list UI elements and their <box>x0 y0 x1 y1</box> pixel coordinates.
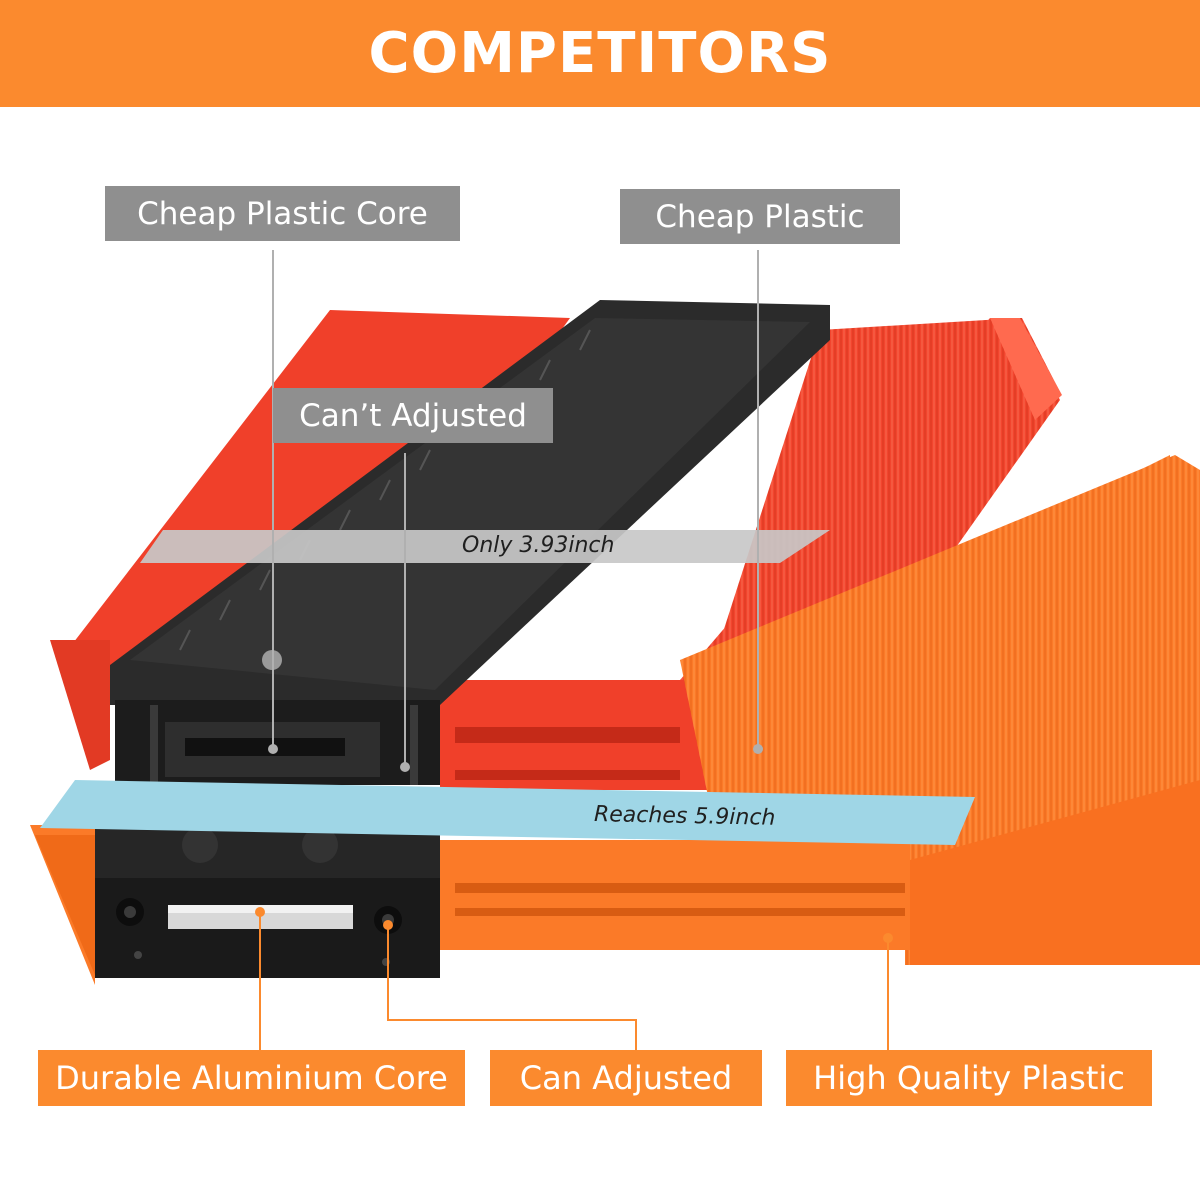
label-high-quality-plastic: High Quality Plastic <box>786 1050 1152 1106</box>
label-cheap-plastic: Cheap Plastic <box>620 189 900 244</box>
product-callout-lines <box>259 912 889 1050</box>
competitor-width-text: Only 3.93inch <box>462 533 615 558</box>
product-width-strip <box>40 780 975 845</box>
label-cheap-plastic-core: Cheap Plastic Core <box>105 186 460 241</box>
label-can-adjusted: Can Adjusted <box>490 1050 762 1106</box>
competitor-callout-lines <box>272 250 759 767</box>
label-durable-aluminium-core: Durable Aluminium Core <box>38 1050 465 1106</box>
label-cant-adjusted: Can’t Adjusted <box>273 388 553 443</box>
product-width-text: Reaches 5.9inch <box>593 802 776 831</box>
header-banner: COMPETITORS <box>0 0 1200 107</box>
competitor-width-strip <box>140 530 830 563</box>
page-title: COMPETITORS <box>368 21 832 86</box>
